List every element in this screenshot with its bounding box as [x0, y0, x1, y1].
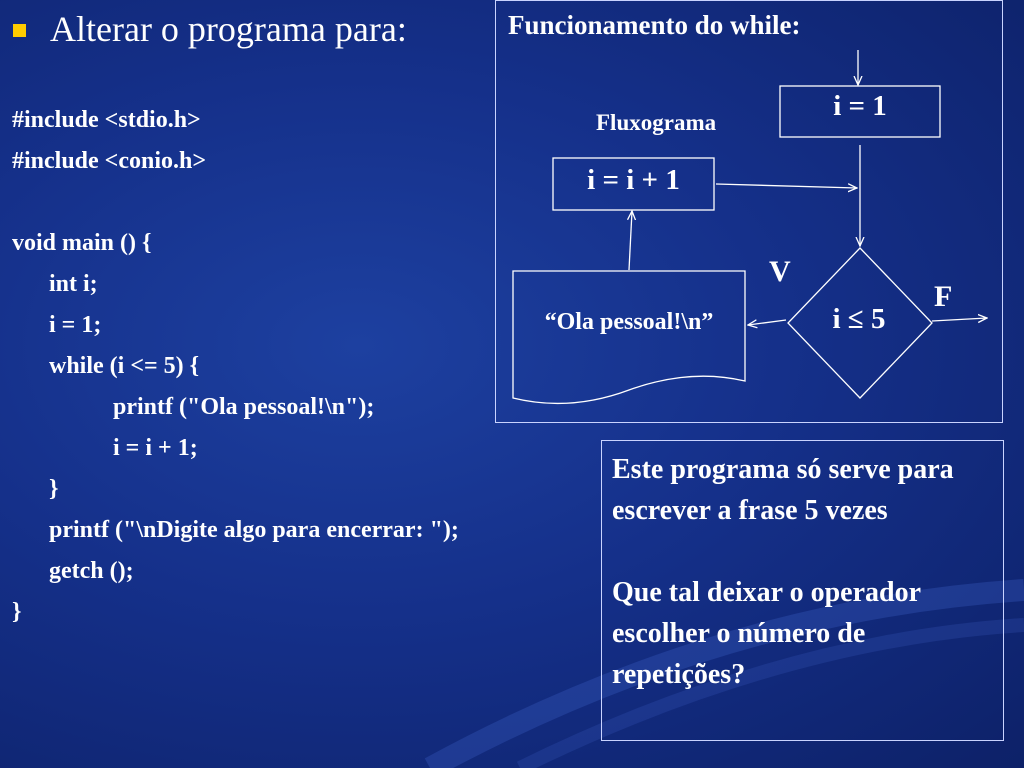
- flowchart-panel: [495, 0, 1003, 423]
- output-to-increment-arrow: [629, 211, 632, 271]
- code-line: int i;: [49, 271, 98, 297]
- init-box-label: i = 1: [833, 90, 887, 122]
- increment-to-condition-arrow: [715, 184, 857, 188]
- code-line: void main () {: [12, 230, 152, 256]
- code-line: printf ("Ola pessoal!\n");: [113, 394, 375, 420]
- code-line: }: [49, 476, 59, 502]
- bullet-icon: [13, 24, 26, 37]
- code-line: while (i <= 5) {: [49, 353, 200, 379]
- code-line: getch ();: [49, 558, 134, 584]
- code-line: #include <stdio.h>: [12, 107, 201, 133]
- note-panel: Este programa só serve para escrever a f…: [601, 440, 1004, 741]
- false-exit-arrow: [931, 318, 987, 321]
- output-document: [512, 270, 746, 405]
- true-branch-label: V: [769, 255, 791, 288]
- code-line: }: [12, 599, 22, 625]
- output-label: “Ola pessoal!\n”: [544, 309, 714, 335]
- code-line: #include <conio.h>: [12, 148, 207, 174]
- flowchart-title: Funcionamento do while:: [508, 10, 801, 40]
- code-listing: #include <stdio.h> #include <conio.h> void…: [12, 100, 459, 633]
- condition-label: i ≤ 5: [832, 303, 886, 335]
- code-line: i = i + 1;: [113, 435, 198, 461]
- condition-diamond: [787, 247, 933, 399]
- false-branch-label: F: [934, 280, 953, 313]
- increment-box-label: i = i + 1: [587, 164, 680, 196]
- true-branch-arrow: [748, 320, 787, 325]
- flowchart-caption: Fluxograma: [596, 110, 717, 135]
- slide-heading: Alterar o programa para:: [50, 9, 407, 49]
- code-line: printf ("\nDigite algo para encerrar: ")…: [49, 517, 459, 543]
- code-line: i = 1;: [49, 312, 102, 338]
- init-box: [779, 85, 941, 138]
- note-paragraph-2: Que tal deixar o operador escolher o núm…: [612, 577, 921, 690]
- note-paragraph-1: Este programa só serve para escrever a f…: [612, 454, 954, 526]
